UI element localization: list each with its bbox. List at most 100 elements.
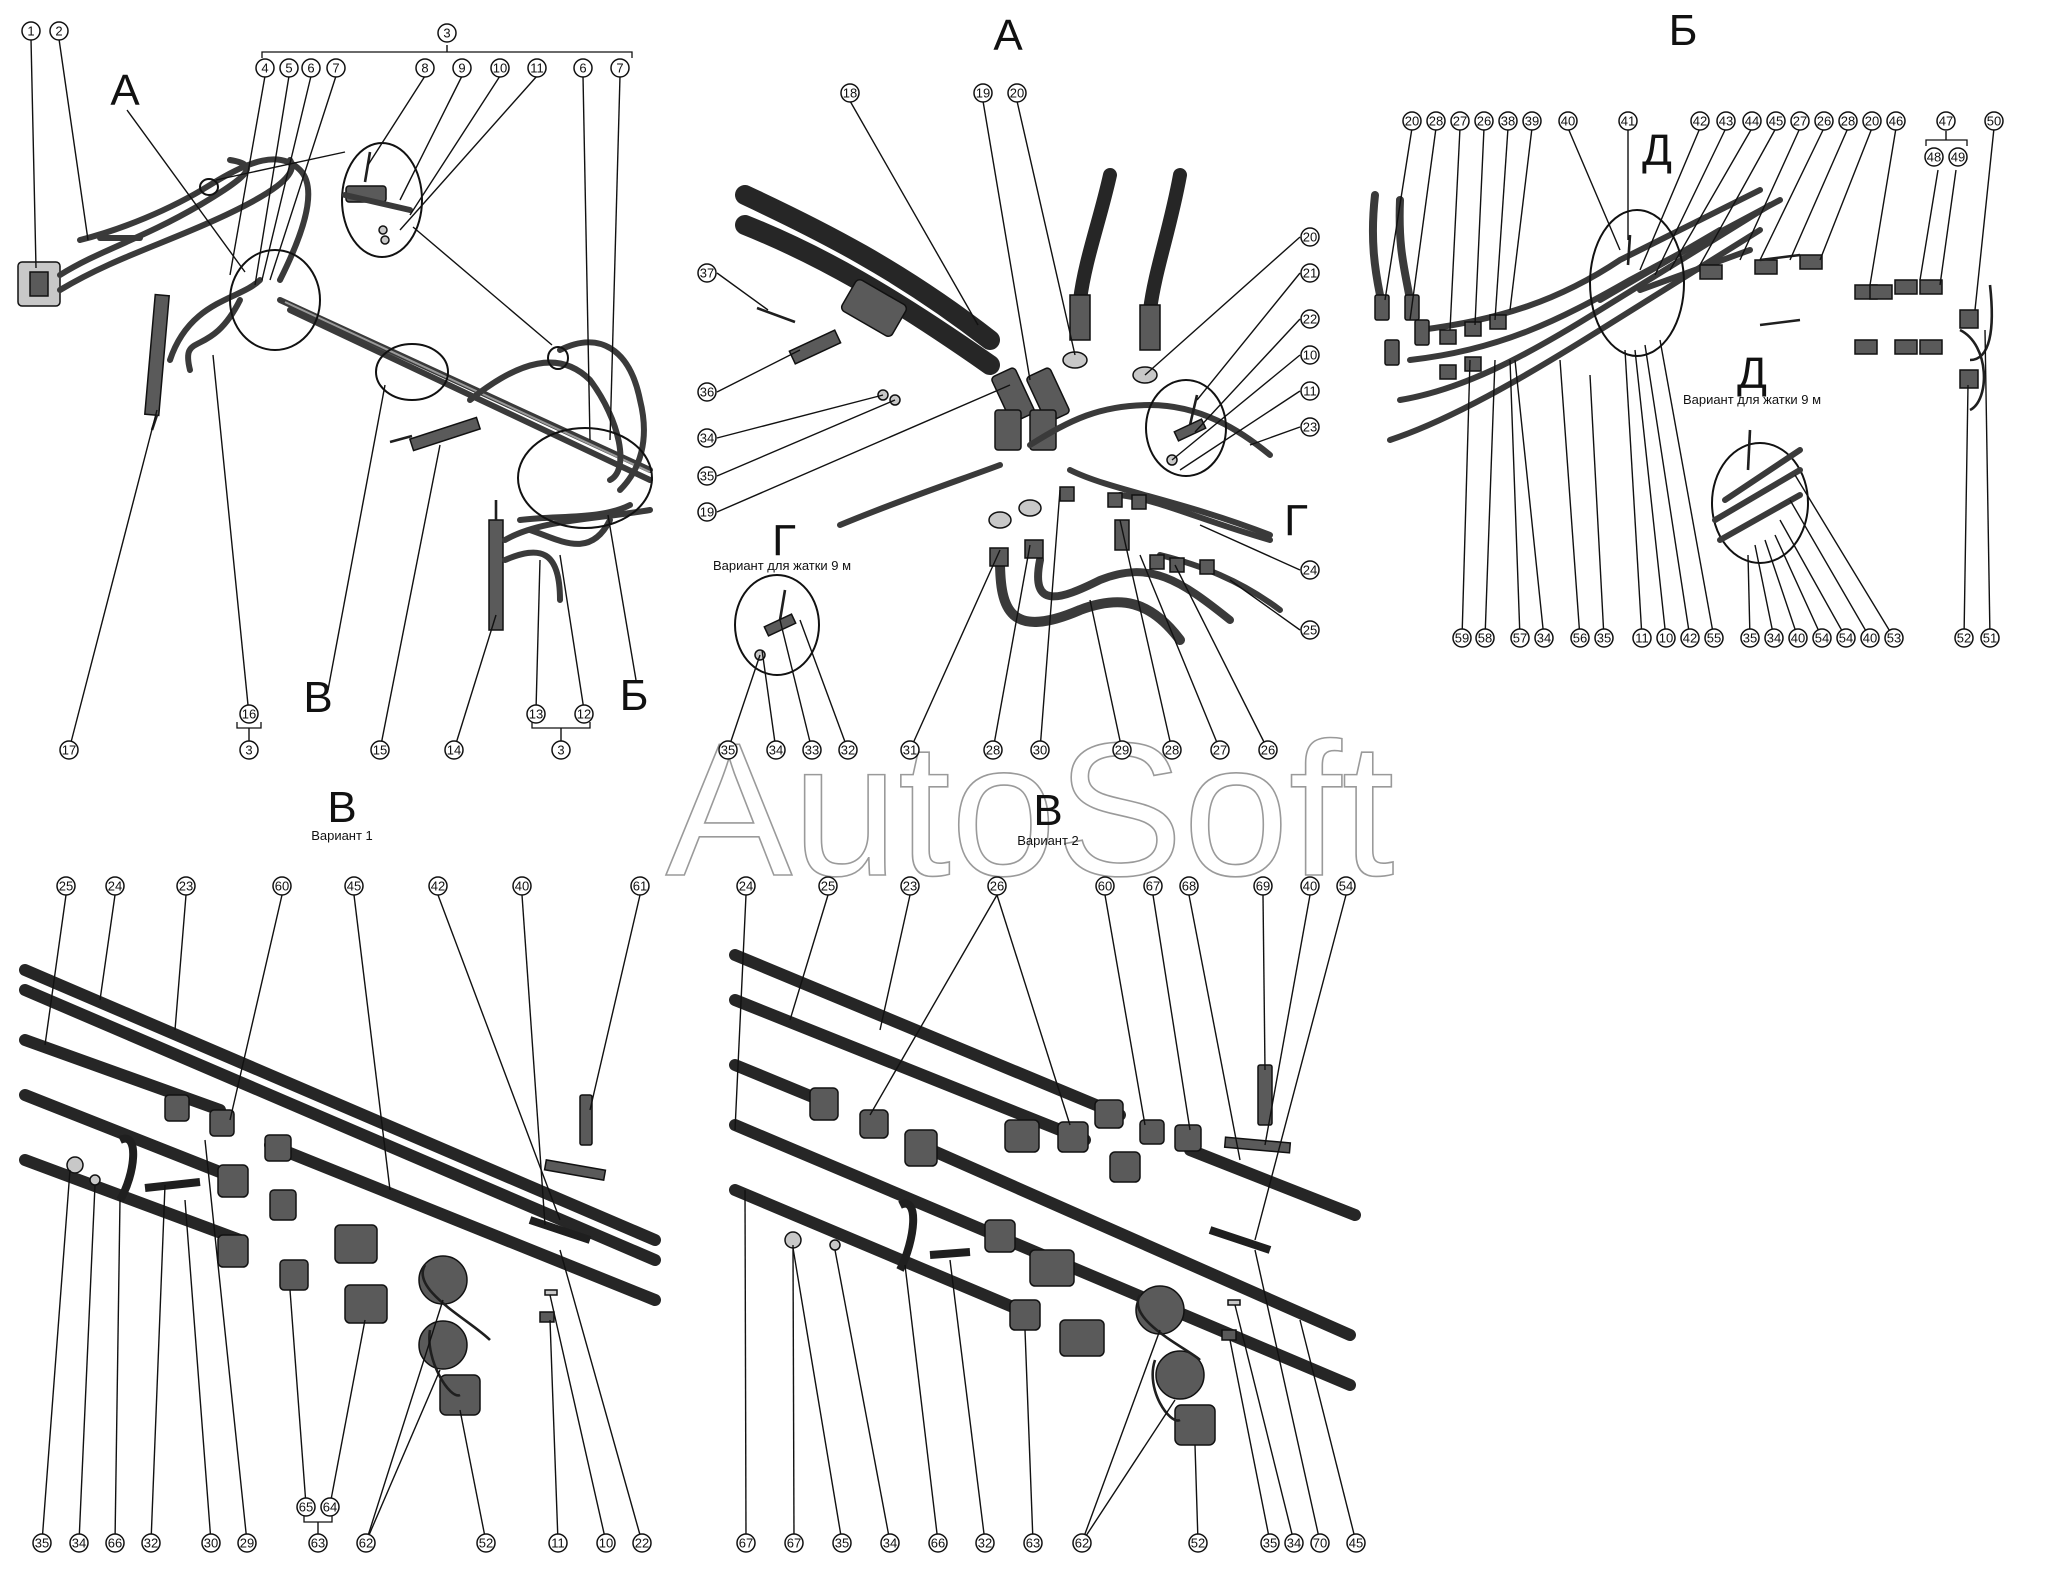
callout-b-28: 28 (1426, 111, 1446, 131)
callout-a-23: 23 (1300, 417, 1320, 437)
callout-a-33: 33 (802, 740, 822, 760)
svg-text:57: 57 (1513, 631, 1527, 646)
callout-v2-67-bottom-1: 67 (736, 1533, 756, 1553)
zoom-circle-d-detail (1711, 442, 1809, 564)
callout-b-57: 57 (1510, 628, 1530, 648)
callout-6-right: 6 (573, 58, 593, 78)
view-letter-g-detail: Г (772, 516, 796, 565)
callout-v2-67-bottom-2: 67 (784, 1533, 804, 1553)
callout-a-20-top: 20 (1007, 83, 1027, 103)
view-letter-d-main: Д (1642, 126, 1672, 175)
callout-b-35-detail: 35 (1740, 628, 1760, 648)
svg-text:23: 23 (179, 879, 193, 894)
callout-16: 16 (239, 704, 259, 724)
callout-a-34: 34 (697, 428, 717, 448)
callout-a-10: 10 (1300, 345, 1320, 365)
callout-a-37: 37 (697, 263, 717, 283)
svg-text:23: 23 (903, 879, 917, 894)
callout-v2-69: 69 (1253, 876, 1273, 896)
svg-text:28: 28 (1429, 114, 1443, 129)
view-a-drawing: А (713, 11, 1308, 751)
view-letter-main-a: А (110, 66, 140, 115)
svg-text:63: 63 (311, 1536, 325, 1551)
svg-text:6: 6 (579, 61, 586, 76)
svg-text:65: 65 (299, 1500, 313, 1515)
callout-v2-35-right: 35 (1260, 1533, 1280, 1553)
callout-b-48: 48 (1924, 147, 1944, 167)
callout-b-27: 27 (1450, 111, 1470, 131)
svg-text:29: 29 (240, 1536, 254, 1551)
callout-b-49: 49 (1948, 147, 1968, 167)
callout-13: 13 (526, 704, 546, 724)
callout-v2-60: 60 (1095, 876, 1115, 896)
view-letter-g-main: Г (1284, 496, 1308, 545)
callout-a-21: 21 (1300, 263, 1320, 283)
callout-3-left: 3 (239, 740, 259, 760)
callout-a-31: 31 (900, 740, 920, 760)
callout-v1-52: 52 (476, 1533, 496, 1553)
svg-text:35: 35 (1263, 1536, 1277, 1551)
callout-b-40: 40 (1558, 111, 1578, 131)
svg-text:34: 34 (1767, 631, 1781, 646)
svg-text:40: 40 (1863, 631, 1877, 646)
svg-text:35: 35 (835, 1536, 849, 1551)
callout-2: 2 (49, 21, 69, 41)
svg-text:27: 27 (1793, 114, 1807, 129)
callout-v1-23: 23 (176, 876, 196, 896)
callout-b-51: 51 (1980, 628, 2000, 648)
svg-text:67: 67 (739, 1536, 753, 1551)
svg-text:25: 25 (59, 879, 73, 894)
callout-4: 4 (255, 58, 275, 78)
svg-text:39: 39 (1525, 114, 1539, 129)
callout-10: 10 (490, 58, 510, 78)
svg-text:9: 9 (458, 61, 465, 76)
svg-text:2: 2 (55, 24, 62, 39)
svg-text:42: 42 (1683, 631, 1697, 646)
svg-text:30: 30 (204, 1536, 218, 1551)
callout-a-26: 26 (1258, 740, 1278, 760)
svg-text:28: 28 (986, 743, 1000, 758)
callout-a-29: 29 (1112, 740, 1132, 760)
callout-v1-45: 45 (344, 876, 364, 896)
callout-5: 5 (279, 58, 299, 78)
callout-b-42: 42 (1690, 111, 1710, 131)
callout-b-40-detail: 40 (1788, 628, 1808, 648)
svg-text:34: 34 (700, 431, 714, 446)
callout-a-35-bottom: 35 (718, 740, 738, 760)
svg-text:49: 49 (1951, 150, 1965, 165)
view-letter-top-b: Б (1669, 6, 1698, 55)
callout-v1-34: 34 (69, 1533, 89, 1553)
svg-text:21: 21 (1303, 266, 1317, 281)
svg-text:15: 15 (373, 743, 387, 758)
svg-text:7: 7 (332, 61, 339, 76)
callout-b-20: 20 (1402, 111, 1422, 131)
svg-text:30: 30 (1033, 743, 1047, 758)
zoom-circle-v (375, 343, 449, 401)
svg-text:1: 1 (27, 24, 34, 39)
callout-a-35: 35 (697, 466, 717, 486)
callout-v1-22: 22 (632, 1533, 652, 1553)
view-b-drawing: Б Д Д Вариант для жатки 9 м (1368, 6, 1995, 639)
svg-text:31: 31 (903, 743, 917, 758)
svg-text:35: 35 (721, 743, 735, 758)
variant-2-drawing: В Вариант 2 (729, 786, 1361, 1543)
svg-text:25: 25 (1303, 623, 1317, 638)
svg-text:20: 20 (1405, 114, 1419, 129)
zoom-circle-d (1589, 209, 1685, 357)
callout-a-27: 27 (1210, 740, 1230, 760)
note-variant-2: Вариант 2 (1017, 833, 1079, 848)
svg-text:67: 67 (787, 1536, 801, 1551)
callout-v1-11: 11 (548, 1533, 568, 1553)
svg-text:68: 68 (1182, 879, 1196, 894)
callout-b-53: 53 (1884, 628, 1904, 648)
callout-a-19-top: 19 (973, 83, 993, 103)
callout-b-42-bottom: 42 (1680, 628, 1700, 648)
svg-text:11: 11 (530, 61, 544, 76)
svg-text:66: 66 (931, 1536, 945, 1551)
callout-v2-68: 68 (1179, 876, 1199, 896)
svg-text:43: 43 (1719, 114, 1733, 129)
callout-b-20-right: 20 (1862, 111, 1882, 131)
zoom-circle-small-1 (199, 178, 219, 196)
callout-v1-24: 24 (105, 876, 125, 896)
note-variant-9m-d: Вариант для жатки 9 м (1683, 392, 1821, 407)
